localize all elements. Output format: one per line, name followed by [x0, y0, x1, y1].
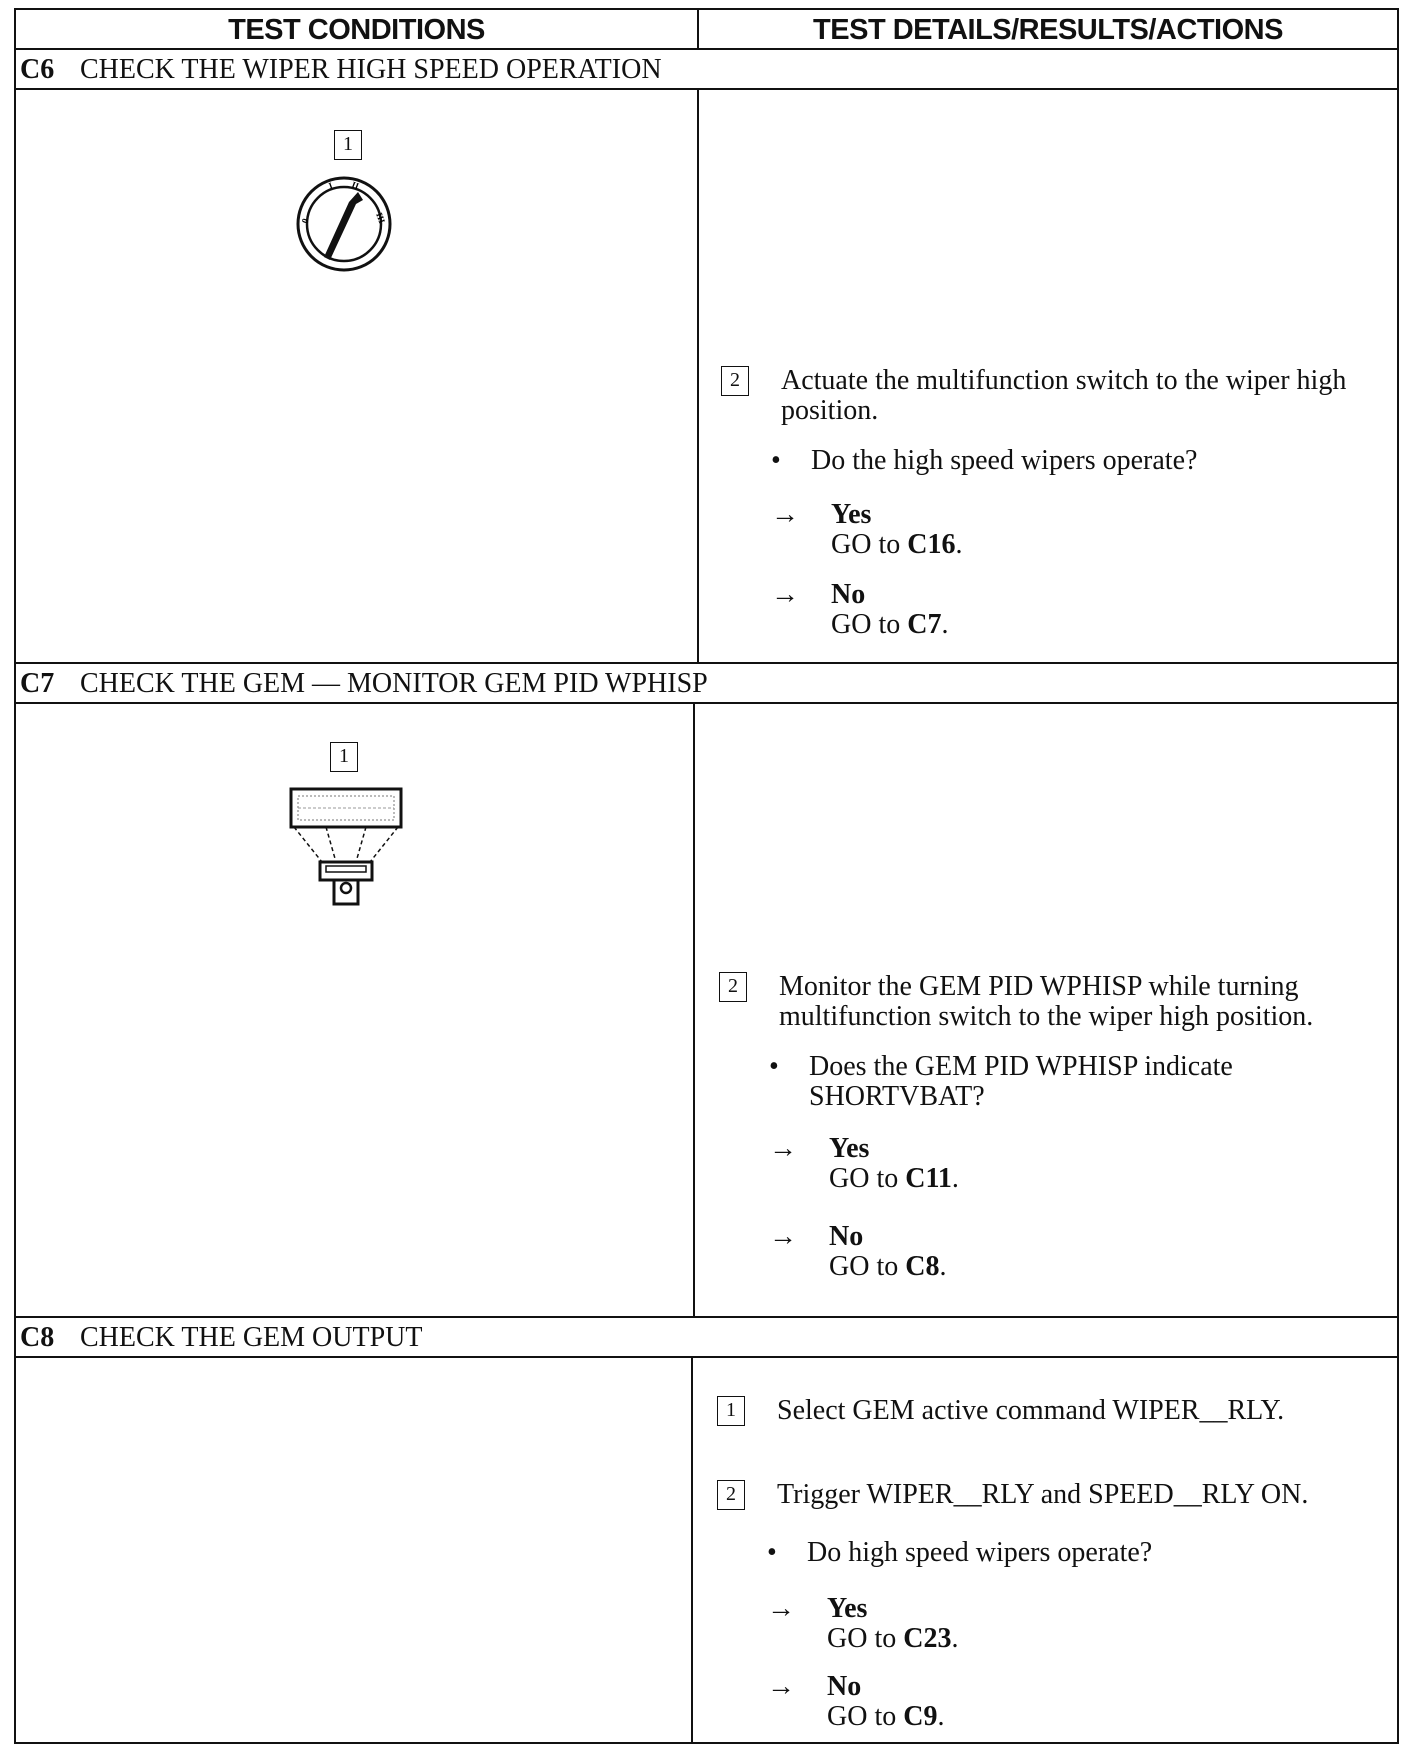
- step-number: 2: [717, 1480, 745, 1510]
- ignition-switch-icon: 0 I II III: [296, 176, 392, 272]
- ignition-mark-0: 0: [299, 217, 310, 225]
- section-c8-title: C8 CHECK THE GEM OUTPUT: [16, 1318, 1397, 1358]
- goto-instruction: GO to C9.: [827, 1701, 945, 1732]
- step-number: 2: [721, 366, 749, 396]
- ignition-mark-3: III: [374, 211, 387, 225]
- step-text: Select GEM active command WIPER__RLY.: [777, 1395, 1285, 1426]
- step-text: Trigger WIPER__RLY and SPEED__RLY ON.: [777, 1479, 1309, 1510]
- goto-link[interactable]: C11: [905, 1163, 952, 1194]
- illustration-step-number: 1: [334, 130, 362, 160]
- goto-instruction: GO to C7.: [831, 609, 949, 640]
- goto-link[interactable]: C9: [903, 1701, 938, 1732]
- section-c7-title: C7 CHECK THE GEM — MONITOR GEM PID WPHISP: [16, 664, 1397, 704]
- question-text: Do high speed wipers operate?: [807, 1537, 1153, 1568]
- header-test-details: TEST DETAILS/RESULTS/ACTIONS: [699, 10, 1397, 50]
- section-title-text: CHECK THE GEM — MONITOR GEM PID WPHISP: [80, 668, 708, 699]
- step-text: Actuate the multifunction switch to the …: [781, 365, 1347, 426]
- section-code: C6: [20, 54, 55, 85]
- section-code: C7: [20, 668, 55, 699]
- step-number: 1: [717, 1396, 745, 1426]
- goto-instruction: GO to C16.: [831, 529, 963, 560]
- section-c8-conditions: [16, 1358, 693, 1742]
- header-test-conditions: TEST CONDITIONS: [16, 10, 699, 50]
- goto-instruction: GO to C8.: [829, 1251, 947, 1282]
- section-c7-conditions: 1: [16, 704, 695, 1316]
- ignition-mark-2: II: [350, 179, 360, 191]
- section-c6-title: C6 CHECK THE WIPER HIGH SPEED OPERATION: [16, 50, 1397, 90]
- section-title-text: CHECK THE WIPER HIGH SPEED OPERATION: [80, 54, 662, 85]
- section-code: C8: [20, 1322, 55, 1353]
- goto-link[interactable]: C7: [907, 609, 942, 640]
- goto-link[interactable]: C8: [905, 1251, 940, 1282]
- goto-link[interactable]: C16: [907, 529, 956, 560]
- scan-tool-icon: [289, 787, 403, 906]
- section-c6-conditions: 1 0 I II III: [16, 90, 699, 662]
- section-divider: [16, 1316, 1397, 1318]
- step-number: 2: [719, 972, 747, 1002]
- step-text: Monitor the GEM PID WPHISP while turning…: [779, 971, 1314, 1032]
- section-c6-details: 2 Actuate the multifunction switch to th…: [699, 90, 1397, 662]
- section-c8-details: 1 Select GEM active command WIPER__RLY. …: [693, 1358, 1397, 1742]
- goto-link[interactable]: C23: [903, 1623, 952, 1654]
- goto-instruction: GO to C23.: [827, 1623, 959, 1654]
- question-text: Do the high speed wipers operate?: [811, 445, 1198, 476]
- illustration-step-number: 1: [330, 742, 358, 772]
- section-divider: [16, 662, 1397, 664]
- ignition-mark-1: I: [327, 180, 334, 191]
- goto-instruction: GO to C11.: [829, 1163, 959, 1194]
- question-text: Does the GEM PID WPHISP indicate SHORTVB…: [809, 1051, 1233, 1112]
- diagnostic-test-table: TEST CONDITIONS TEST DETAILS/RESULTS/ACT…: [14, 8, 1399, 1744]
- section-c7-details: 2 Monitor the GEM PID WPHISP while turni…: [695, 704, 1397, 1316]
- section-title-text: CHECK THE GEM OUTPUT: [80, 1322, 423, 1353]
